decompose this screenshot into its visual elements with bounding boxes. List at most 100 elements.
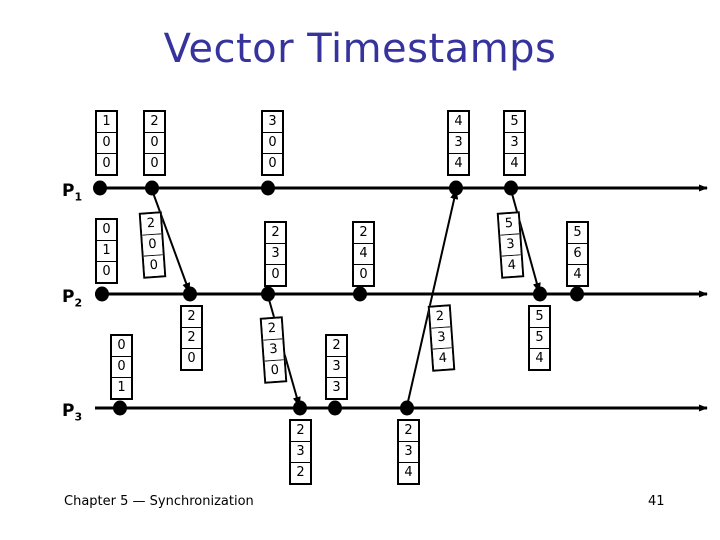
vector-component-1: 2 — [182, 328, 201, 349]
vector-component-2: 0 — [354, 265, 373, 285]
vector-component-1: 3 — [327, 357, 346, 378]
vector-component-1: 3 — [266, 244, 285, 265]
vector-component-2: 4 — [530, 349, 549, 369]
process-label-text: P — [62, 181, 75, 201]
vector-component-0: 5 — [568, 223, 587, 244]
p2-event-6[interactable] — [570, 286, 584, 302]
process-label-text: P — [62, 287, 75, 307]
vector-component-1: 3 — [263, 339, 284, 362]
vector-component-2: 0 — [145, 154, 164, 174]
p1-event-5[interactable] — [504, 180, 518, 196]
vector-component-2: 4 — [449, 154, 468, 174]
process-label-p3: P3 — [62, 401, 82, 423]
vector-component-0: 2 — [354, 223, 373, 244]
vector-component-0: 5 — [530, 307, 549, 328]
message-p1-to-p2-a — [151, 189, 191, 293]
vector-component-0: 2 — [429, 306, 451, 329]
vector-component-1: 0 — [145, 133, 164, 154]
p2-event-3[interactable] — [261, 286, 275, 302]
process-label-p1: P1 — [62, 181, 82, 203]
p2-event-5[interactable] — [533, 286, 547, 302]
vector-component-1: 1 — [97, 241, 116, 262]
vector-component-2: 1 — [112, 378, 131, 398]
vector-component-2: 3 — [327, 378, 346, 398]
p2-event-4[interactable] — [353, 286, 367, 302]
process-label-p2: P2 — [62, 287, 82, 309]
vector-component-1: 0 — [97, 133, 116, 154]
process-label-text: P — [62, 401, 75, 421]
vector-component-2: 0 — [143, 255, 165, 277]
vector-component-0: 2 — [327, 336, 346, 357]
vector-component-2: 0 — [263, 154, 282, 174]
vector-component-2: 4 — [568, 265, 587, 285]
vector-component-0: 1 — [97, 112, 116, 133]
vector-component-1: 5 — [530, 328, 549, 349]
vector-component-1: 3 — [291, 442, 310, 463]
p3-event-2[interactable] — [293, 400, 307, 416]
p1-event-2[interactable] — [145, 180, 159, 196]
p2-event-1[interactable] — [95, 286, 109, 302]
message-p3-to-p1-a — [406, 189, 459, 407]
page-title: Vector Timestamps — [163, 26, 557, 72]
vector-component-1: 3 — [449, 133, 468, 154]
vector-component-0: 2 — [145, 112, 164, 133]
p1-event-1[interactable] — [93, 180, 107, 196]
vector-component-2: 4 — [432, 348, 454, 370]
vector-component-1: 3 — [500, 234, 521, 257]
vector-component-0: 0 — [97, 220, 116, 241]
vector-component-1: 4 — [354, 244, 373, 265]
vector-component-0: 2 — [266, 223, 285, 244]
process-label-subscript: 3 — [74, 410, 83, 424]
p3-event-4[interactable] — [400, 400, 414, 416]
p2-event-2[interactable] — [183, 286, 197, 302]
vector-component-1: 3 — [431, 327, 452, 350]
vector-component-2: 0 — [182, 349, 201, 369]
vector-component-2: 2 — [291, 463, 310, 483]
message-p1-to-p2-b — [510, 189, 541, 293]
vector-component-0: 2 — [261, 318, 283, 341]
p1-event-3[interactable] — [261, 180, 275, 196]
vector-component-1: 0 — [142, 234, 163, 257]
vector-component-0: 3 — [263, 112, 282, 133]
vector-component-0: 2 — [399, 421, 418, 442]
vector-component-2: 0 — [97, 262, 116, 282]
vector-component-0: 2 — [140, 213, 162, 236]
vector-component-0: 2 — [291, 421, 310, 442]
p1-event-4[interactable] — [449, 180, 463, 196]
vector-component-0: 4 — [449, 112, 468, 133]
vector-component-0: 2 — [182, 307, 201, 328]
footer-text: Chapter 5 — Synchronization — [64, 494, 254, 509]
vector-component-1: 3 — [505, 133, 524, 154]
p3-event-1[interactable] — [113, 400, 127, 416]
vector-component-1: 0 — [263, 133, 282, 154]
events-group — [93, 180, 584, 416]
process-label-subscript: 2 — [74, 296, 83, 310]
vector-component-2: 0 — [97, 154, 116, 174]
vector-component-2: 0 — [266, 265, 285, 285]
vector-component-1: 6 — [568, 244, 587, 265]
vector-component-0: 0 — [112, 336, 131, 357]
messages-group — [151, 189, 541, 407]
p3-event-3[interactable] — [328, 400, 342, 416]
